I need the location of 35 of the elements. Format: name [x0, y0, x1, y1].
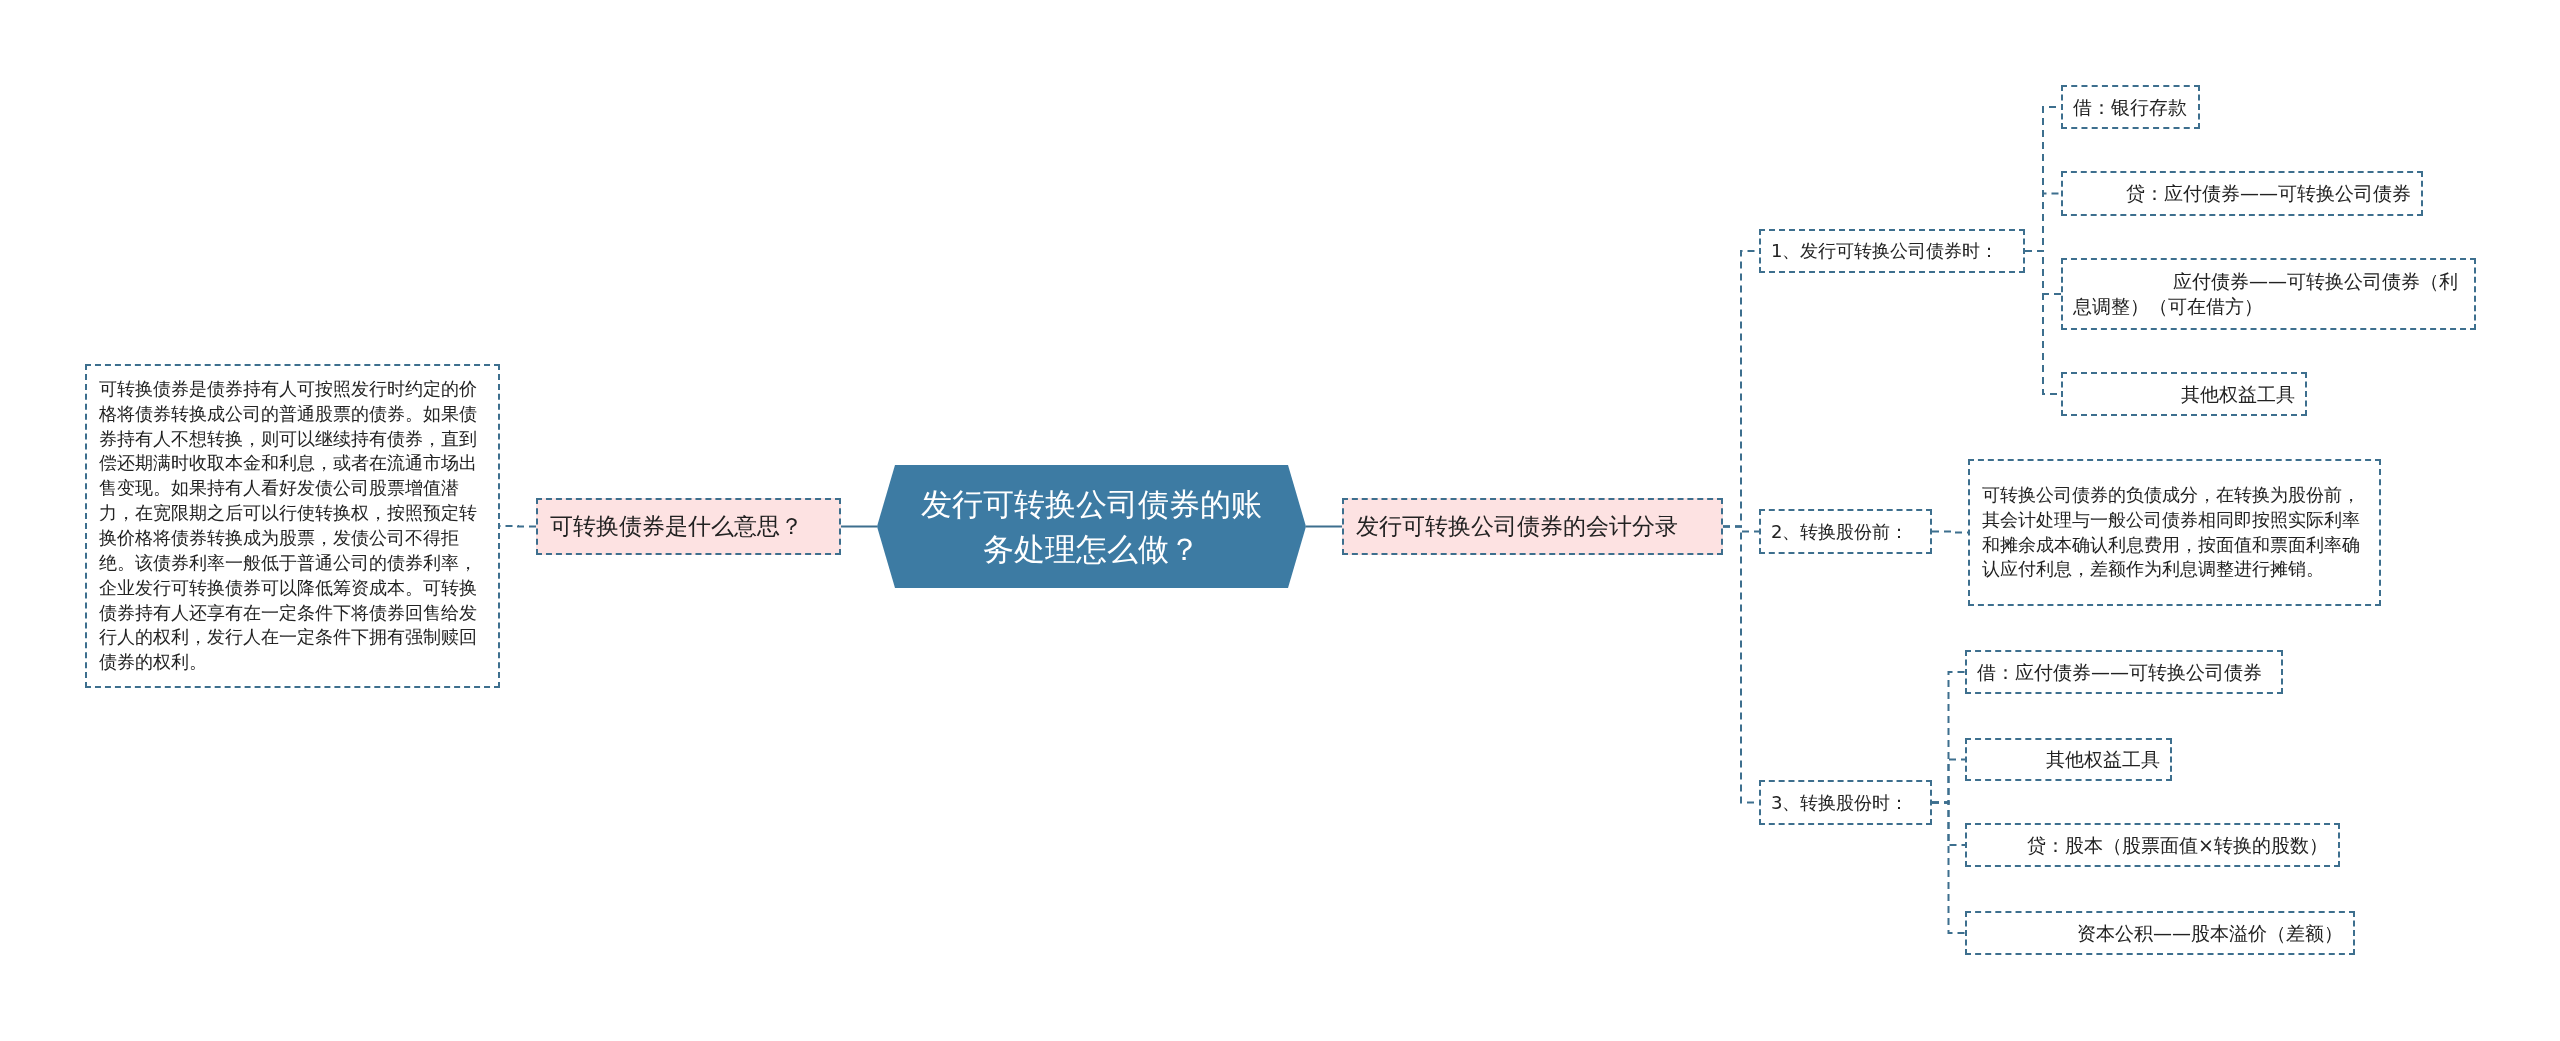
subtopic-box [2061, 85, 2200, 129]
node-text: 2、转换股份前： [1771, 519, 1910, 544]
node-text: 发行可转换公司债券的会计分录 [1356, 511, 1679, 541]
subtopic-box [1965, 911, 2355, 955]
text-box [85, 364, 500, 688]
subtopic-box [1759, 780, 1932, 825]
subtopic-box [2061, 171, 2423, 216]
connector-line [1931, 801, 1966, 934]
node-text: 1、发行可转换公司债券时： [1771, 239, 2000, 263]
topic-box [536, 498, 841, 555]
node-text: 可转换公司债券的负债成分，在转换为股份前，其会计处理与一般公司债券相同即按照实际利率和摊余成本确认利息费用，按面值和票面利率确认应付利息，差额作为利息调整进行摊销。 [1982, 483, 2361, 582]
node-text: 贷：应付债券——可转换公司债券 [2125, 181, 2411, 206]
topic-box [1342, 498, 1723, 555]
subtopic-box [1965, 823, 2340, 867]
subtopic-box [2061, 372, 2307, 416]
central-topic [877, 465, 1306, 588]
node-text: 可转换债券是什么意思？ [550, 511, 804, 541]
subtopic-box [2061, 258, 2476, 330]
node-text: 可转换债券是债券持有人可按照发行时约定的价格将债券转换成公司的普通股票的债券。如果债券持有人不想转换，则可以继续持有债券，直到偿还期满时收取本金和利息，或者在流通市场出售变现。如果持有人看好发债公司股票增值潜力，在宽限期之后可以行使转换权，按照预定转换价格将债券转换成为股票，发债公司不得拒绝。该债券利率一般低于普通公司的债券利率，企业发行可转换债券可以降低筹资成本。可转换债券持有人还享有在一定条件下将债券回售给发行人的权利，发行人在一定条件下拥有强制赎回债券的权利。 [99, 377, 478, 675]
connector-line [1305, 525, 1343, 528]
node-text: 借：应付债券——可转换公司债券 [1977, 659, 2263, 685]
subtopic-box [1965, 738, 2172, 781]
node-text: 3、转换股份时： [1771, 790, 1910, 815]
text-box [1968, 459, 2381, 606]
subtopic-box [1965, 650, 2283, 694]
node-text: 借：银行存款 [2073, 94, 2188, 120]
node-text: 其他权益工具 [2045, 747, 2160, 772]
connector-line [840, 525, 878, 528]
node-text: 贷：股本（股票面值×转换的股数） [2026, 832, 2328, 858]
node-text: 应付债券——可转换公司债券（利息调整）（可在借方） [2073, 269, 2459, 319]
node-text: 其他权益工具 [2180, 381, 2295, 407]
central-topic-text: 发行可转换公司债券的账务处理怎么做？ [920, 484, 1263, 569]
node-text: 资本公积——股本溢价（差额） [2076, 920, 2343, 946]
subtopic-box [1759, 229, 2025, 273]
subtopic-box [1759, 509, 1932, 554]
